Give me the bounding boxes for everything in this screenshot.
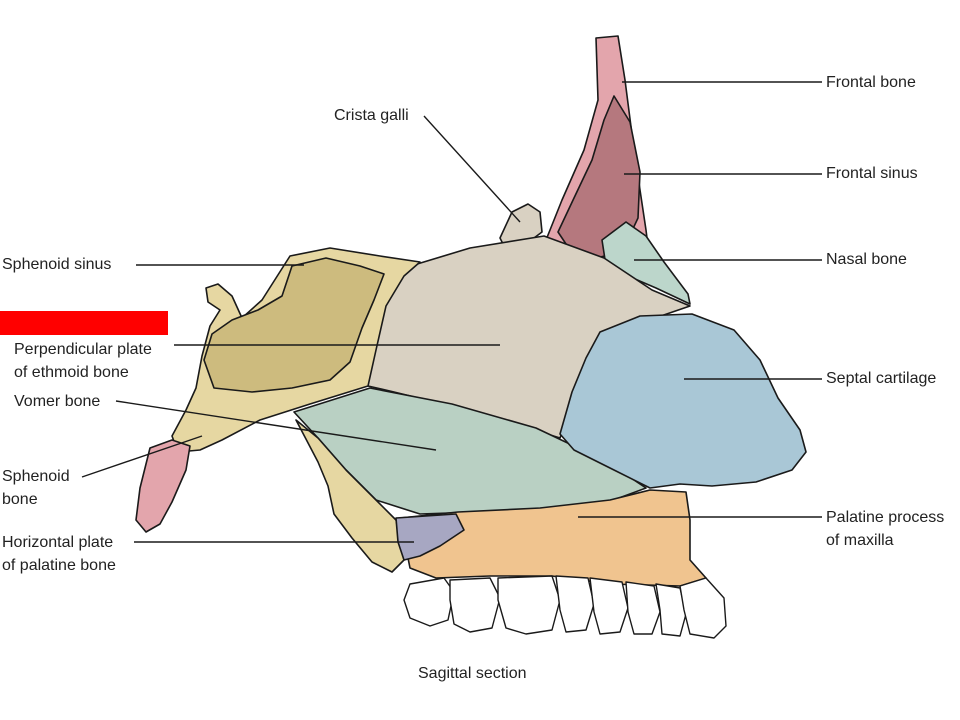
label-septal-cartilage: Septal cartilage <box>826 370 937 387</box>
label-horizontal-plate-line2: of palatine bone <box>2 557 116 574</box>
caption: Sagittal section <box>418 665 527 682</box>
label-crista-galli: Crista galli <box>334 107 409 124</box>
label-palatine-process: Palatine process of maxilla <box>826 506 944 552</box>
palatine-vertical-shape <box>295 419 405 573</box>
septal-cartilage-shape <box>559 313 807 489</box>
label-frontal-bone: Frontal bone <box>826 74 916 91</box>
horizontal-plate-shape <box>395 513 465 561</box>
label-palatine-process-line2: of maxilla <box>826 532 894 549</box>
label-horizontal-plate: Horizontal plate of palatine bone <box>2 531 116 577</box>
label-vomer-bone: Vomer bone <box>14 393 101 410</box>
teeth <box>403 575 727 639</box>
label-horizontal-plate-line1: Horizontal plate <box>2 534 114 551</box>
label-sphenoid-bone: Sphenoid bone <box>2 465 70 511</box>
label-perpendicular-plate-line1: Perpendicular plate <box>14 341 152 358</box>
label-sphenoid-bone-line2: bone <box>2 491 38 508</box>
sphenoid-tip-shape <box>135 439 191 533</box>
label-sphenoid-sinus: Sphenoid sinus <box>2 256 112 273</box>
redaction-bar <box>0 311 168 335</box>
label-perpendicular-plate-line2: of ethmoid bone <box>14 364 129 381</box>
label-palatine-process-line1: Palatine process <box>826 509 945 526</box>
leader-lines <box>81 81 822 543</box>
label-sphenoid-bone-line1: Sphenoid <box>2 468 70 485</box>
sphenoid-sinus-shape <box>203 257 385 393</box>
maxilla-shape <box>399 489 707 587</box>
label-nasal-bone: Nasal bone <box>826 251 907 268</box>
label-perpendicular-plate: Perpendicular plate of ethmoid bone <box>14 338 152 384</box>
label-frontal-sinus: Frontal sinus <box>826 165 918 182</box>
